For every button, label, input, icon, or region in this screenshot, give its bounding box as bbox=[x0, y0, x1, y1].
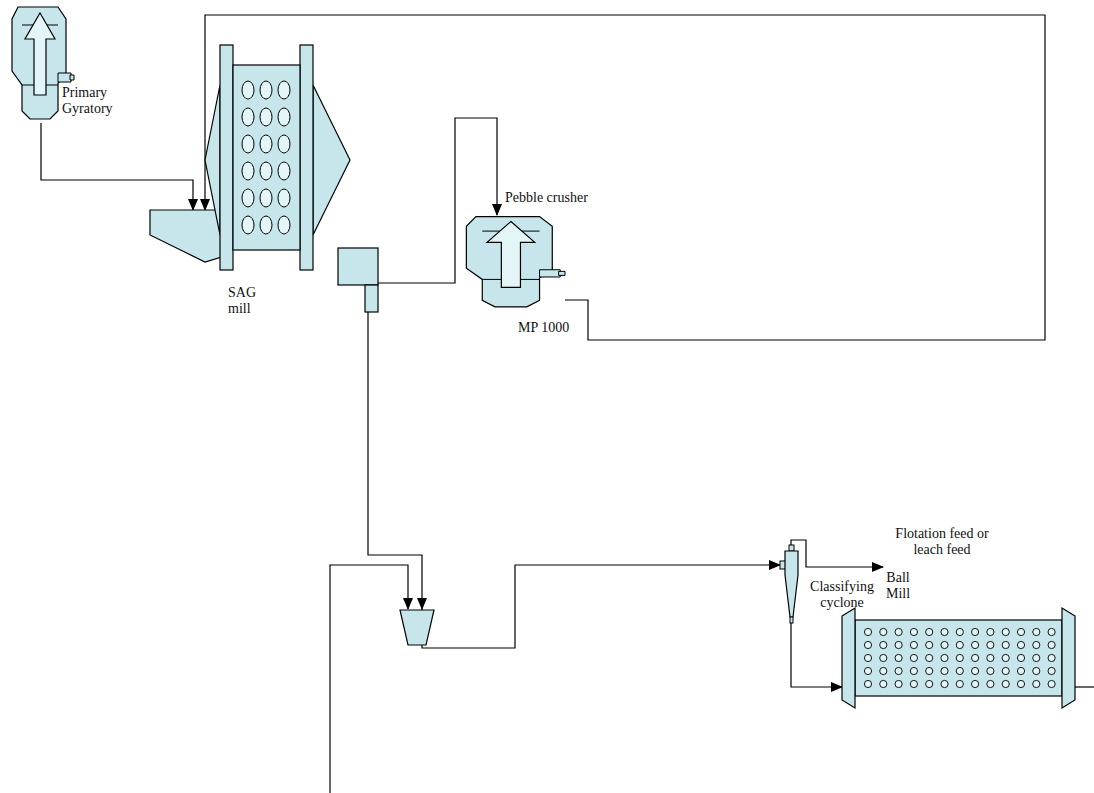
ball-mill-discharge bbox=[1075, 686, 1094, 687]
flow-line bbox=[205, 15, 1045, 340]
sag-mill: SAG mill bbox=[150, 45, 378, 312]
equipment-icon bbox=[150, 45, 378, 312]
flow-line bbox=[791, 623, 842, 687]
overflow-line bbox=[791, 540, 883, 567]
equipment-label: MP 1000 bbox=[518, 320, 588, 336]
sump-arrowhead bbox=[417, 598, 427, 610]
equipment-label: Classifying cyclone bbox=[806, 579, 878, 611]
classifying-cyclone: Classifying cyclone bbox=[780, 545, 802, 623]
return-line bbox=[330, 565, 408, 793]
flow-line bbox=[368, 312, 780, 648]
equipment-icon bbox=[460, 215, 565, 310]
pump-sump bbox=[400, 610, 434, 645]
stream-label: Flotation feed or leach feed bbox=[884, 526, 1000, 558]
pebble-crusher: Pebble crusherMP 1000 bbox=[460, 215, 565, 310]
equipment-label: Ball Mill bbox=[876, 570, 920, 602]
primary-gyratory-crusher: Primary Gyratory bbox=[8, 5, 74, 123]
equipment-icon bbox=[842, 608, 1075, 708]
flow-line bbox=[41, 123, 193, 210]
ball-mill: Ball Mill bbox=[842, 608, 1075, 708]
equipment-label: SAG mill bbox=[228, 285, 272, 317]
equipment-label: Primary Gyratory bbox=[62, 85, 132, 117]
equipment-label: Pebble crusher bbox=[505, 190, 645, 206]
equipment-icon bbox=[780, 545, 802, 623]
